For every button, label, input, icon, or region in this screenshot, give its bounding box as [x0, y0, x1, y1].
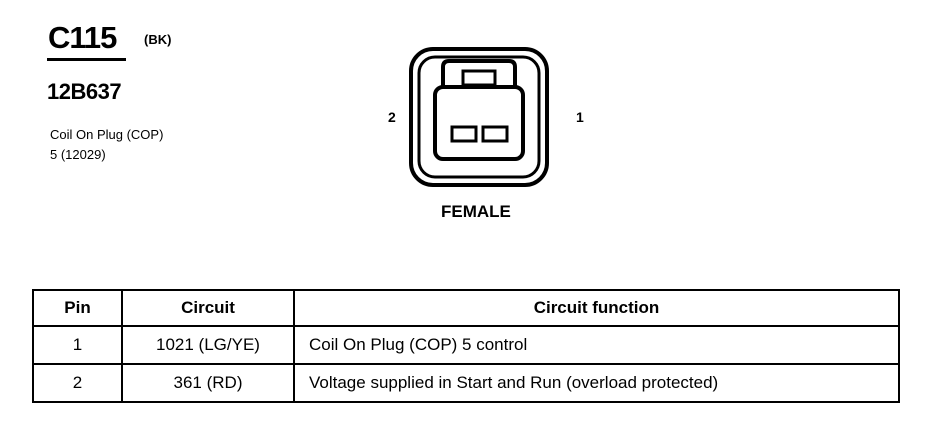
connector-description: Coil On Plug (COP)	[50, 127, 164, 142]
pin-table: Pin Circuit Circuit function 1 1021 (LG/…	[32, 289, 900, 403]
circuit-cell: 361 (RD)	[121, 363, 295, 403]
connector-face-diagram	[409, 47, 549, 187]
column-header-pin: Pin	[32, 289, 123, 327]
pin-cell: 1	[32, 325, 123, 365]
connector-gender-label: FEMALE	[441, 202, 511, 221]
table-row: 2 361 (RD) Voltage supplied in Start and…	[32, 363, 900, 403]
connector-housing-outer	[409, 47, 549, 187]
color-code: (BK)	[144, 32, 172, 47]
terminal-pin-2	[450, 125, 478, 143]
part-number: 12B637	[47, 79, 122, 104]
connector-id-underline	[47, 58, 126, 61]
terminal-pin-1	[481, 125, 509, 143]
function-cell: Coil On Plug (COP) 5 control	[293, 325, 900, 365]
pin-label-1: 1	[576, 109, 584, 125]
connector-latch	[441, 59, 517, 87]
connector-id: C115	[48, 20, 117, 55]
pin-label-2: 2	[388, 109, 396, 125]
terminal-cavity	[433, 85, 525, 161]
column-header-function: Circuit function	[293, 289, 900, 327]
table-header-row: Pin Circuit Circuit function	[32, 289, 900, 327]
connector-housing-inner	[417, 55, 541, 179]
circuit-cell: 1021 (LG/YE)	[121, 325, 295, 365]
column-header-circuit: Circuit	[121, 289, 295, 327]
table-row: 1 1021 (LG/YE) Coil On Plug (COP) 5 cont…	[32, 325, 900, 365]
latch-tab	[461, 69, 497, 87]
function-cell: Voltage supplied in Start and Run (overl…	[293, 363, 900, 403]
pin-cell: 2	[32, 363, 123, 403]
connector-description-detail: 5 (12029)	[50, 147, 106, 162]
